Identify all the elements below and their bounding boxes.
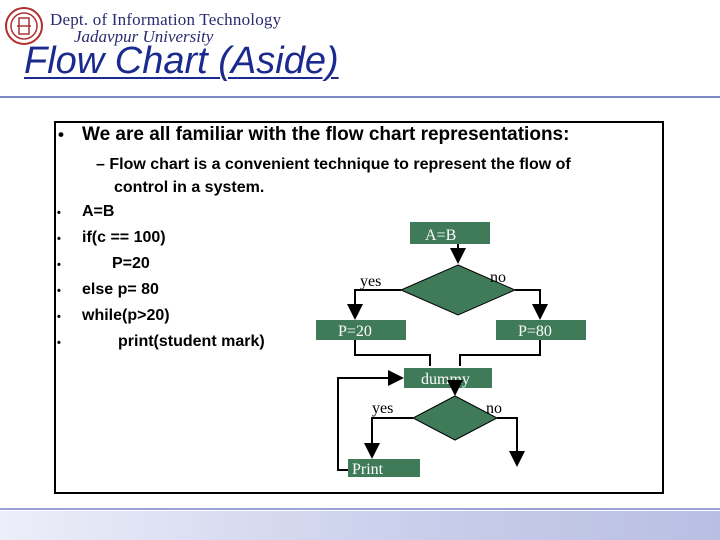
code-bullet: • — [57, 337, 61, 349]
code-bullet: • — [57, 259, 61, 271]
box-ab — [410, 222, 490, 244]
box-print-label: Print — [352, 461, 384, 478]
edge-decision2-yes — [364, 417, 413, 459]
code-line: print(student mark) — [118, 333, 265, 350]
sub-bullet-line-1: – Flow chart is a convenient technique t… — [96, 156, 571, 173]
code-bullet: • — [57, 311, 61, 323]
box-p80-label: P=80 — [518, 323, 552, 340]
box-p80 — [496, 320, 586, 340]
main-bullet-text: We are all familiar with the flow chart … — [82, 124, 570, 145]
decision-diamond-1 — [399, 264, 517, 316]
box-p20-label: P=20 — [338, 323, 372, 340]
university-logo-icon — [5, 7, 43, 45]
edge-decision1-yes — [347, 289, 401, 320]
department-name: Dept. of Information Technology — [50, 10, 282, 29]
edge-print-loop — [337, 370, 404, 471]
yes-label-1: yes — [360, 273, 381, 290]
bullet-marker: • — [58, 125, 64, 144]
edge-p80-dummy — [459, 340, 541, 366]
edge-decision1-no — [515, 289, 548, 320]
code-line: while(p>20) — [82, 307, 170, 324]
code-bullet: • — [57, 233, 61, 245]
code-bullet: • — [57, 285, 61, 297]
sub-bullet-line-2: control in a system. — [114, 179, 265, 196]
code-line: if(c == 100) — [82, 229, 166, 246]
slide-title: Flow Chart (Aside) — [24, 40, 339, 82]
footer-bar — [0, 511, 720, 540]
edge-decision2-no — [497, 417, 525, 467]
yes-label-2: yes — [372, 400, 393, 417]
no-label-1: no — [490, 269, 506, 286]
code-line: else p= 80 — [82, 281, 159, 298]
footer-divider — [0, 508, 720, 510]
code-line: A=B — [82, 203, 115, 220]
decision-diamond-2 — [411, 395, 499, 441]
sub-bullet-text: – Flow chart is a convenient technique t… — [96, 153, 571, 199]
university-name: Jadavpur University — [74, 27, 214, 46]
code-line: P=20 — [112, 255, 150, 272]
title-divider — [0, 96, 720, 98]
content-frame — [54, 121, 664, 494]
edge-p20-dummy — [354, 340, 431, 366]
box-ab-label: A=B — [425, 227, 456, 244]
box-print — [348, 459, 420, 477]
code-bullet: • — [57, 207, 61, 219]
box-p20 — [316, 320, 406, 340]
box-dummy-label: dummy — [421, 371, 470, 388]
no-label-2: no — [486, 400, 502, 417]
box-dummy — [404, 368, 492, 388]
